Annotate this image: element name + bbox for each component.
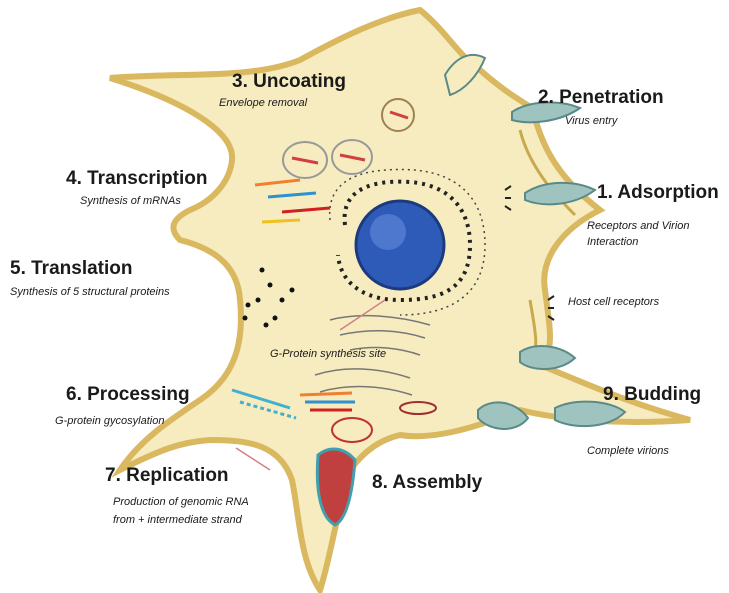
replication-title: 7. Replication [105, 466, 229, 485]
assembling-virion [317, 449, 355, 525]
uncoating-subtitle: Envelope removal [219, 97, 307, 110]
translation-subtitle: Synthesis of 5 structural proteins [10, 286, 170, 299]
penetration-title: 2. Penetration [538, 88, 664, 107]
assembly-title: 8. Assembly [372, 473, 482, 492]
budding-title: 9. Budding [603, 385, 701, 404]
transcription-subtitle: Synthesis of mRNAs [80, 195, 181, 208]
processing-subtitle: G-protein gycosylation [55, 415, 164, 428]
uncoating-title: 3. Uncoating [232, 72, 346, 91]
adsorption-subtitle-line2: Interaction [587, 236, 638, 249]
replication-subtitle-line1: Production of genomic RNA [113, 496, 249, 509]
translation-title: 5. Translation [10, 259, 132, 278]
replication-subtitle-line2: from + intermediate strand [113, 514, 242, 527]
adsorption-subtitle-line1: Receptors and Virion [587, 220, 690, 233]
g-protein-site-label: G-Protein synthesis site [270, 348, 386, 361]
host-cell-receptors-label: Host cell receptors [568, 296, 659, 309]
penetration-subtitle: Virus entry [565, 115, 617, 128]
transcription-title: 4. Transcription [66, 169, 207, 188]
budding-subtitle: Complete virions [587, 445, 669, 458]
adsorption-title: 1. Adsorption [597, 183, 719, 202]
processing-title: 6. Processing [66, 385, 190, 404]
nucleus-highlight [370, 214, 406, 250]
budding-virion-1 [520, 346, 575, 369]
